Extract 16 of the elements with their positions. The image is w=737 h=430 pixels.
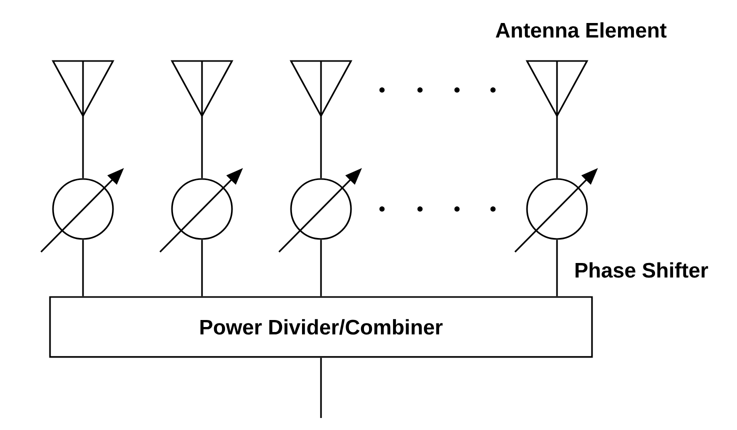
connector-line [201, 116, 203, 178]
antenna-symbol [290, 60, 352, 117]
labeled-box: Power Divider/Combiner [49, 296, 593, 358]
antenna-symbol [52, 60, 114, 117]
connector-line [320, 240, 322, 296]
connector-line [556, 116, 558, 178]
connector-line [201, 240, 203, 296]
connector-line [320, 116, 322, 178]
connector-line [320, 358, 322, 418]
component-label: Antenna Element [496, 22, 666, 38]
antenna-symbol [171, 60, 234, 117]
connector-line [556, 240, 558, 296]
connector-line [82, 116, 84, 178]
antenna-symbol [526, 60, 588, 117]
connector-line [82, 240, 84, 296]
component-label: Phase Shifter [576, 262, 708, 278]
